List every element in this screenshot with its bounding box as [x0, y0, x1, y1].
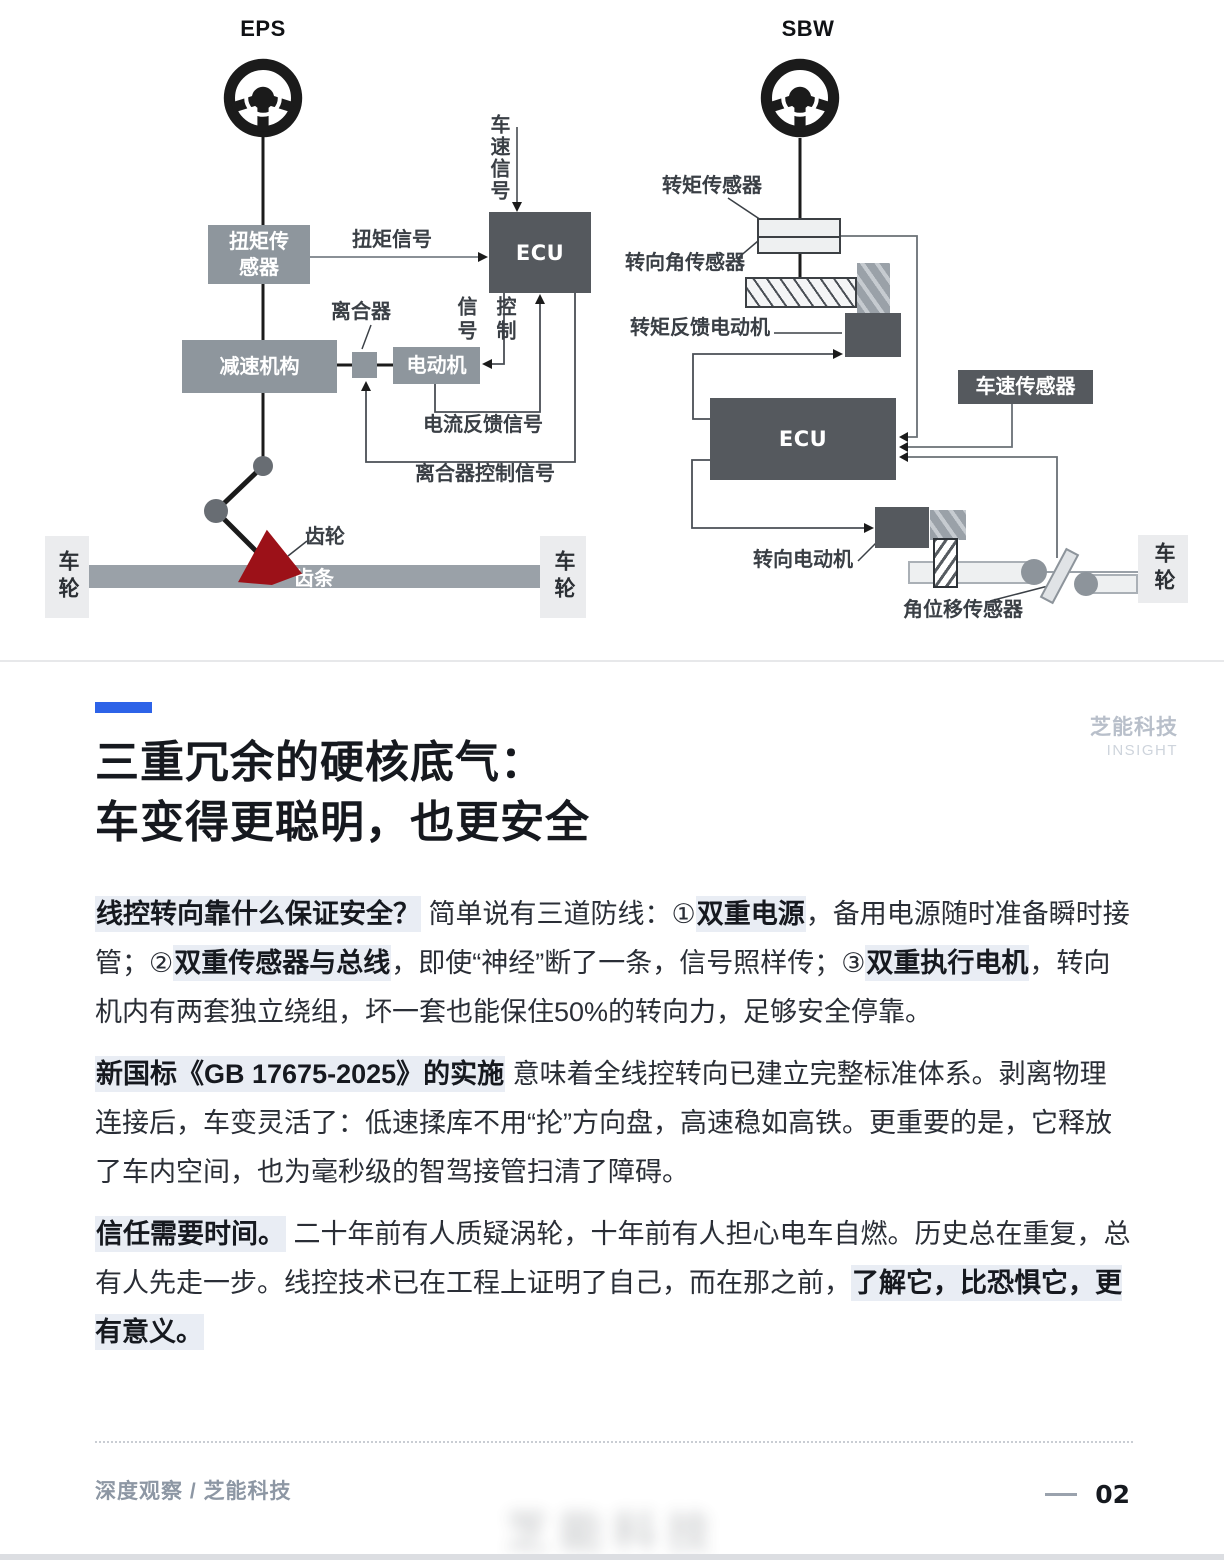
sbw-motor-coupling-block	[930, 510, 966, 540]
eps-reducer-box: 减速机构	[182, 340, 337, 393]
highlighted-text: 线控转向靠什么保证安全？	[95, 896, 421, 932]
body-text: ，转向机内有两套独立绕组，坏一套也能保住50%的转向力，足够安全停靠。	[95, 948, 1111, 1027]
article-body: 线控转向靠什么保证安全？ 简单说有三道防线：①双重电源，备用电源随时准备瞬时接管…	[95, 890, 1133, 1370]
article-title: 三重冗余的硬核底气： 车变得更聪明，也更安全	[95, 733, 590, 853]
eps-wheel-left: 车轮	[45, 536, 89, 618]
sbw-title: SBW	[781, 16, 835, 41]
eps-title: EPS	[240, 16, 286, 41]
highlighted-text: 双重传感器与总线	[173, 945, 392, 981]
body-text: 意味着全线控转向已建立完整标准体系。剥离物理连接后，车变灵活了：低速揉库不用“抡…	[95, 1059, 1112, 1187]
sbw-steering-motor-label: 转向电动机	[753, 549, 853, 571]
eps-ecu-box: ECU	[489, 212, 591, 293]
eps-signal-control-labels: 信号 控制	[451, 296, 519, 344]
body-text: 简单说有三道防线：①	[421, 899, 696, 929]
sbw-angle-sensor-bar	[745, 277, 857, 308]
bottom-edge-strip	[0, 1554, 1224, 1560]
eps-steering-wheel-icon	[223, 58, 303, 138]
brand-subtitle: INSIGHT	[1106, 742, 1178, 759]
sbw-torque-sensor-box	[757, 218, 841, 254]
eps-clutch-control-label: 离合器控制信号	[415, 463, 555, 485]
article-paragraph: 线控转向靠什么保证安全？ 简单说有三道防线：①双重电源，备用电源随时准备瞬时接管…	[95, 890, 1133, 1037]
eps-wheel-right: 车轮	[540, 536, 586, 618]
footer-pagination: 02	[1045, 1480, 1130, 1509]
eps-torque-signal-label: 扭矩信号	[352, 229, 432, 251]
page-dash-icon	[1045, 1493, 1078, 1496]
eps-signal-label: 信号	[454, 296, 476, 344]
sbw-feedback-motor-box	[845, 313, 901, 357]
eps-current-feedback-label: 电流反馈信号	[423, 414, 543, 436]
highlighted-text: 双重电源	[695, 896, 806, 932]
sbw-rack-right	[1092, 574, 1138, 594]
page-number: 02	[1095, 1480, 1130, 1509]
sbw-steering-motor-box	[875, 507, 929, 548]
article-title-line1: 三重冗余的硬核底气：	[95, 738, 545, 787]
eps-clutch-label: 离合器	[331, 301, 391, 323]
accent-dash	[95, 702, 152, 713]
footer-divider	[95, 1441, 1133, 1443]
eps-clutch-box	[352, 352, 377, 378]
article-paragraph: 新国标《GB 17675-2025》的实施 意味着全线控转向已建立完整标准体系。…	[95, 1050, 1133, 1197]
eps-speed-signal-label: 车速信号	[487, 114, 509, 202]
sbw-screw-shaft	[933, 538, 958, 588]
watermark: 芝能科技	[505, 1508, 721, 1557]
body-text: ，备用电源随时准备瞬时接管；②	[95, 899, 1130, 978]
eps-connectors	[204, 127, 576, 559]
article-title-line2: 车变得更聪明，也更安全	[95, 798, 590, 847]
highlighted-text: 新国标《GB 17675-2025》的实施	[95, 1056, 506, 1092]
sbw-wheel-right: 车轮	[1138, 535, 1188, 603]
brand-name: 芝能科技	[1090, 716, 1178, 739]
eps-rack-bar: 齿条	[88, 565, 540, 590]
sbw-feedback-motor-label: 转矩反馈电动机	[630, 317, 770, 339]
highlighted-text: 信任需要时间。	[95, 1216, 286, 1252]
sbw-angular-sensor-label: 角位移传感器	[903, 599, 1023, 621]
body-text: ，即使“神经”断了一条，信号照样传；③	[391, 948, 866, 978]
body-text: 二十年前有人质疑涡轮，十年前有人担心电车自燃。历史总在重复，总有人先走一步。线控…	[95, 1219, 1131, 1298]
sbw-tie-rod-joint-left	[1021, 559, 1047, 585]
section-divider	[0, 660, 1224, 662]
sbw-tie-rod-joint-right	[1074, 572, 1098, 596]
sbw-speed-sensor-box: 车速传感器	[958, 370, 1093, 404]
sbw-angle-sensor-label: 转向角传感器	[625, 252, 745, 274]
eps-torque-sensor-box: 扭矩传感器	[208, 225, 310, 284]
footer-credit: 深度观察 / 芝能科技	[95, 1480, 292, 1503]
sbw-rack-left	[908, 561, 1038, 584]
eps-motor-box: 电动机	[393, 347, 480, 384]
eps-gear-label: 齿轮	[305, 526, 345, 548]
sbw-ecu-box: ECU	[710, 398, 896, 480]
eps-control-label: 控制	[493, 296, 515, 344]
highlighted-text: 双重执行电机	[865, 945, 1030, 981]
steering-diagrams: EPS 车速信号 扭矩传感器 扭矩信号 ECU 离合器 信号 控制 减速机构 电…	[0, 0, 1224, 660]
article-paragraph: 信任需要时间。 二十年前有人质疑涡轮，十年前有人担心电车自燃。历史总在重复，总有…	[95, 1210, 1133, 1357]
sbw-steering-wheel-icon	[760, 58, 840, 138]
sbw-torque-sensor-label: 转矩传感器	[662, 175, 762, 197]
sbw-column-block	[857, 263, 890, 315]
